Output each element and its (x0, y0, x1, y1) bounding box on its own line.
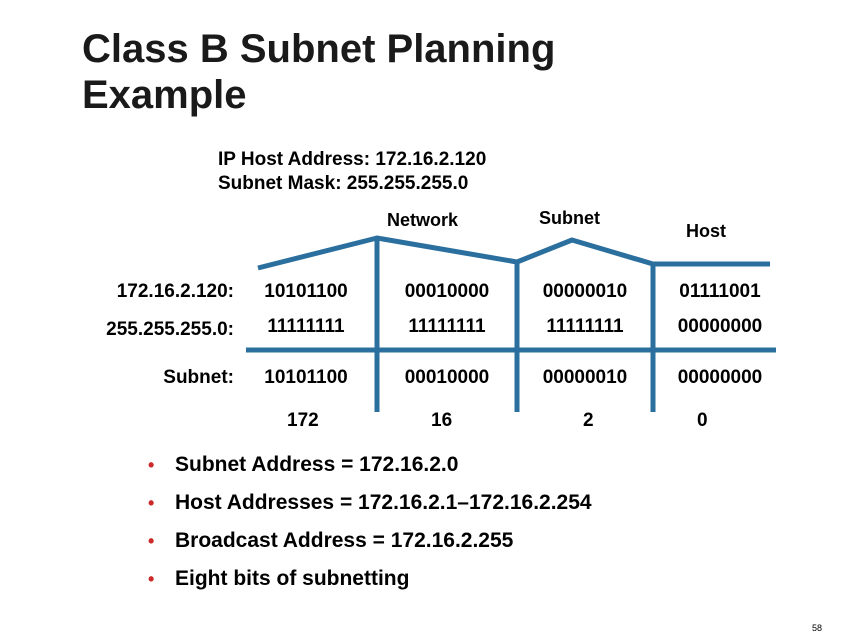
row-subnet-label: Subnet: (163, 367, 234, 388)
list-item: •Broadcast Address = 172.16.2.255 (148, 522, 592, 560)
row-mask-octet-1: 11111111 (267, 316, 345, 337)
header-host: Host (686, 221, 726, 241)
row-mask-octet-4: 00000000 (677, 316, 763, 337)
row-subnet-octet-1: 10101100 (264, 367, 348, 388)
header-network: Network (387, 210, 459, 230)
row-mask-octet-2: 11111111 (408, 316, 486, 337)
bullet-list: •Subnet Address = 172.16.2.0 •Host Addre… (148, 446, 592, 598)
decimal-octet-1: 172 (287, 410, 319, 431)
subnet-mask: Subnet Mask: 255.255.255.0 (218, 173, 469, 194)
page-title: Class B Subnet Planning Example (82, 26, 555, 118)
row-ip-label: 172.16.2.120: (116, 281, 234, 302)
row-subnet-octet-3: 00000010 (542, 367, 628, 388)
title-line-1: Class B Subnet Planning (82, 27, 556, 71)
row-mask-octet-3: 11111111 (546, 316, 624, 337)
ip-host-address: IP Host Address: 172.16.2.120 (218, 149, 487, 170)
decimal-octet-4: 0 (697, 410, 708, 431)
row-ip-octet-3: 00000010 (542, 281, 628, 302)
header-subnet: Subnet (539, 208, 600, 228)
bullet-dot-icon: • (148, 493, 155, 513)
title-line-2: Example (82, 73, 247, 117)
row-subnet-octet-2: 00010000 (404, 367, 490, 388)
bullet-dot-icon: • (148, 531, 155, 551)
row-ip-octet-1: 10101100 (264, 281, 348, 302)
decimal-octet-2: 16 (431, 410, 453, 431)
bullet-dot-icon: • (148, 455, 155, 475)
row-mask-label: 255.255.255.0: (106, 319, 234, 340)
list-item: •Eight bits of subnetting (148, 560, 592, 598)
row-subnet-octet-4: 00000000 (677, 367, 763, 388)
row-ip-octet-2: 00010000 (404, 281, 490, 302)
bracket-outline (257, 235, 770, 271)
page-number: 58 (812, 623, 823, 633)
decimal-octet-3: 2 (583, 410, 594, 431)
list-item: •Subnet Address = 172.16.2.0 (148, 446, 592, 484)
list-item: •Host Addresses = 172.16.2.1–172.16.2.25… (148, 484, 592, 522)
bullet-dot-icon: • (148, 569, 155, 589)
row-ip-octet-4: 01111001 (679, 281, 761, 302)
